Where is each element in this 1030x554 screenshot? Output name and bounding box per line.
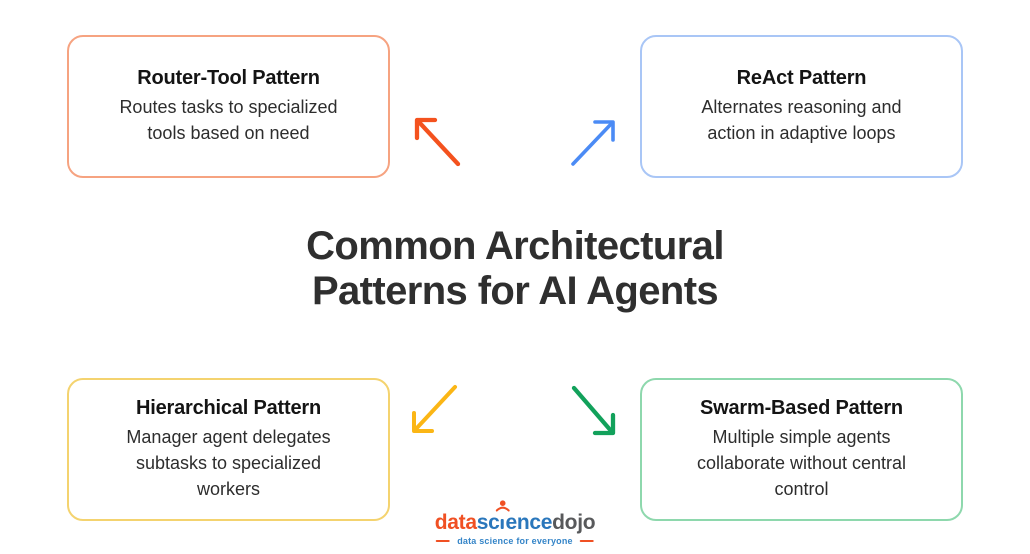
- page-title: Common Architectural Patterns for AI Age…: [0, 224, 1030, 314]
- logo-wordmark: datasc encedojo: [434, 500, 596, 534]
- arrow-up-left-icon: [408, 111, 464, 169]
- card-description-router-tool: Routes tasks to specialized tools based …: [119, 96, 338, 143]
- arrow-up-right-icon: [566, 113, 622, 169]
- card-title-router-tool: Router-Tool Pattern: [137, 66, 320, 89]
- card-hierarchical-pattern: Hierarchical Pattern Manager agent deleg…: [67, 378, 390, 521]
- card-description-hierarchical: Manager agent delegates subtasks to spec…: [126, 426, 331, 500]
- datasciencedojo-logo: datasc encedojo data science for everyon…: [434, 500, 596, 546]
- logo-i-stem: [500, 519, 504, 529]
- card-title-hierarchical: Hierarchical Pattern: [136, 396, 321, 419]
- tagline-dash-right: [579, 540, 594, 542]
- page-title-line1: Common Architectural: [306, 224, 724, 268]
- arrow-down-left-icon: [405, 382, 461, 440]
- card-swarm-based-pattern: Swarm-Based Pattern Multiple simple agen…: [640, 378, 963, 521]
- logo-letter-i: [495, 500, 510, 529]
- card-react-pattern: ReAct Pattern Alternates reasoning and a…: [640, 35, 963, 178]
- arrow-down-right-icon: [568, 380, 620, 440]
- card-router-tool-pattern: Router-Tool Pattern Routes tasks to spec…: [67, 35, 390, 178]
- logo-word-science-pre: sc: [476, 511, 500, 534]
- logo-tagline: data science for everyone: [457, 536, 573, 546]
- card-description-swarm-based: Multiple simple agents collaborate witho…: [696, 426, 907, 500]
- card-title-react: ReAct Pattern: [736, 66, 867, 89]
- card-title-swarm-based: Swarm-Based Pattern: [700, 396, 903, 419]
- logo-word-dojo: dojo: [552, 511, 596, 534]
- tagline-dash-left: [436, 540, 451, 542]
- logo-word-data: data: [434, 511, 477, 534]
- logo-word-science-post: ence: [505, 511, 553, 534]
- page-title-line2: Patterns for AI Agents: [311, 269, 719, 314]
- logo-person-icon: [495, 500, 510, 512]
- card-description-react: Alternates reasoning and action in adapt…: [701, 96, 902, 143]
- logo-tagline-row: data science for everyone: [435, 536, 596, 546]
